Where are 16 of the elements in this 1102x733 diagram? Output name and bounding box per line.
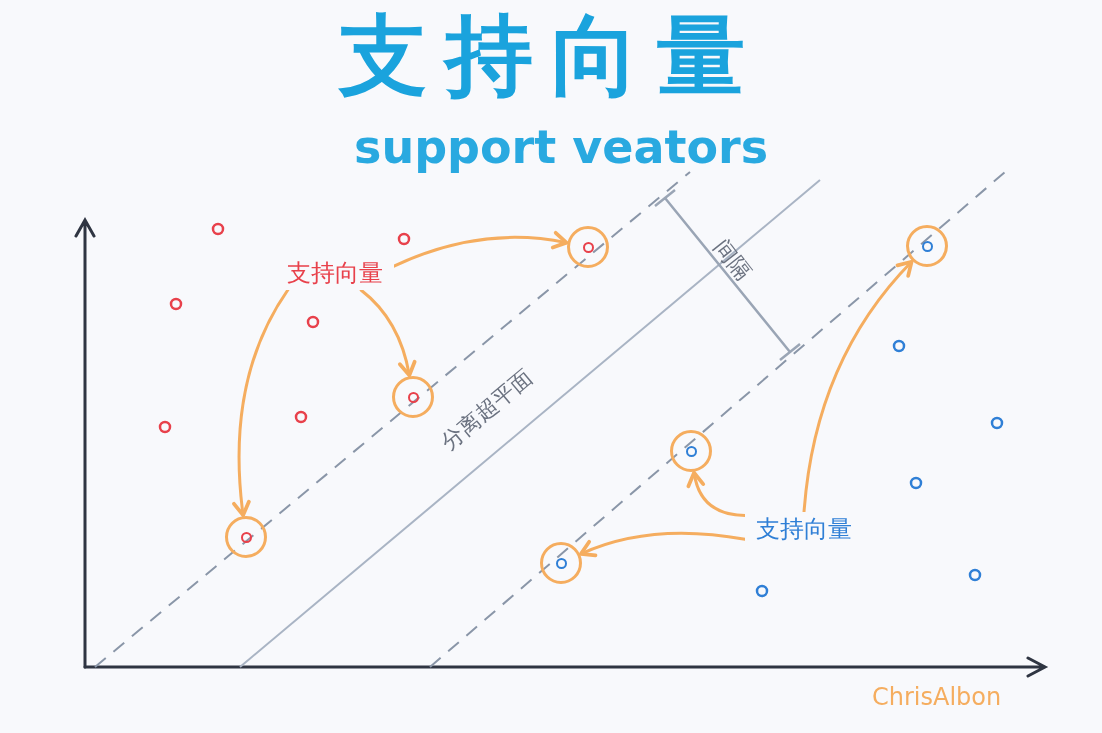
highlight-circle	[225, 516, 267, 558]
curved-arrow	[232, 288, 290, 518]
curved-arrow	[802, 259, 914, 514]
curved-arrow	[579, 531, 747, 558]
highlight-circle	[392, 376, 434, 418]
highlight-circle	[567, 226, 609, 268]
margin-label: 间隔	[708, 235, 756, 285]
highlight-circle	[906, 225, 948, 267]
highlight-circle	[540, 542, 582, 584]
title: 支持向量	[337, 12, 764, 100]
hyperplane-label: 分离超平面	[437, 365, 537, 455]
subtitle: support veators	[354, 122, 769, 173]
signature: ChrisAlbon	[872, 684, 1002, 711]
highlight-circle	[670, 430, 712, 472]
curved-arrow	[687, 470, 747, 517]
curved-arrow	[359, 288, 417, 378]
